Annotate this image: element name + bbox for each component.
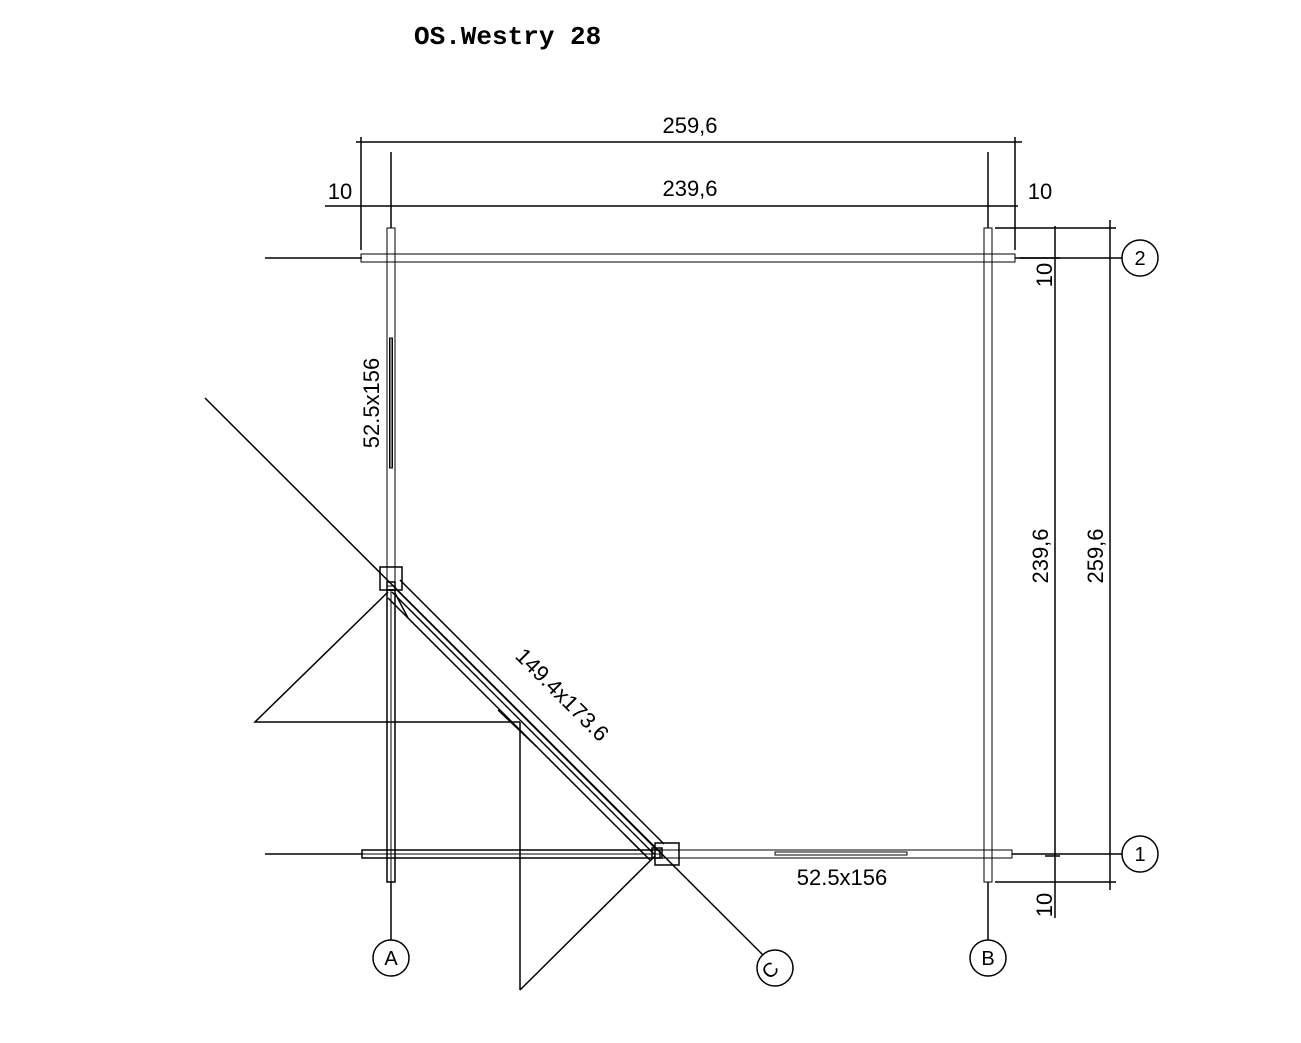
walls bbox=[360, 227, 1016, 883]
axis-c-marker bbox=[756, 949, 794, 987]
top-offset-label: 10 bbox=[1032, 263, 1057, 287]
overall-width-label: 259,6 bbox=[662, 113, 717, 138]
axis-a-marker bbox=[372, 939, 410, 977]
axis-b-marker bbox=[969, 939, 1007, 977]
axis-b-label: B bbox=[981, 948, 994, 970]
axis-lines bbox=[204, 257, 1122, 956]
plan-title: OS.Westry 28 bbox=[414, 22, 601, 52]
axis-markers bbox=[372, 239, 1159, 987]
bottom-offset-label: 10 bbox=[1032, 893, 1057, 917]
door-label: 149.4x173.6 bbox=[511, 643, 614, 746]
bottom-window-label: 52.5x156 bbox=[797, 865, 888, 890]
pergola-beams bbox=[361, 589, 661, 883]
axis-1-label: 1 bbox=[1134, 844, 1145, 866]
axis-a-label: A bbox=[384, 948, 398, 970]
left-window-label: 52.5x156 bbox=[359, 358, 384, 449]
overall-depth-label: 259,6 bbox=[1083, 528, 1108, 583]
right-dimensions bbox=[995, 220, 1116, 918]
inner-depth-label: 239,6 bbox=[1028, 528, 1053, 583]
left-offset-label: 10 bbox=[328, 179, 352, 204]
right-offset-label: 10 bbox=[1028, 179, 1052, 204]
axis-1-marker bbox=[1121, 835, 1159, 873]
diagonal-door-wall bbox=[379, 566, 680, 866]
door-swing bbox=[253, 591, 656, 991]
inner-width-label: 239,6 bbox=[662, 176, 717, 201]
axis-2-marker bbox=[1121, 239, 1159, 277]
axis-2-label: 2 bbox=[1134, 248, 1145, 270]
top-dimensions bbox=[325, 137, 1022, 250]
